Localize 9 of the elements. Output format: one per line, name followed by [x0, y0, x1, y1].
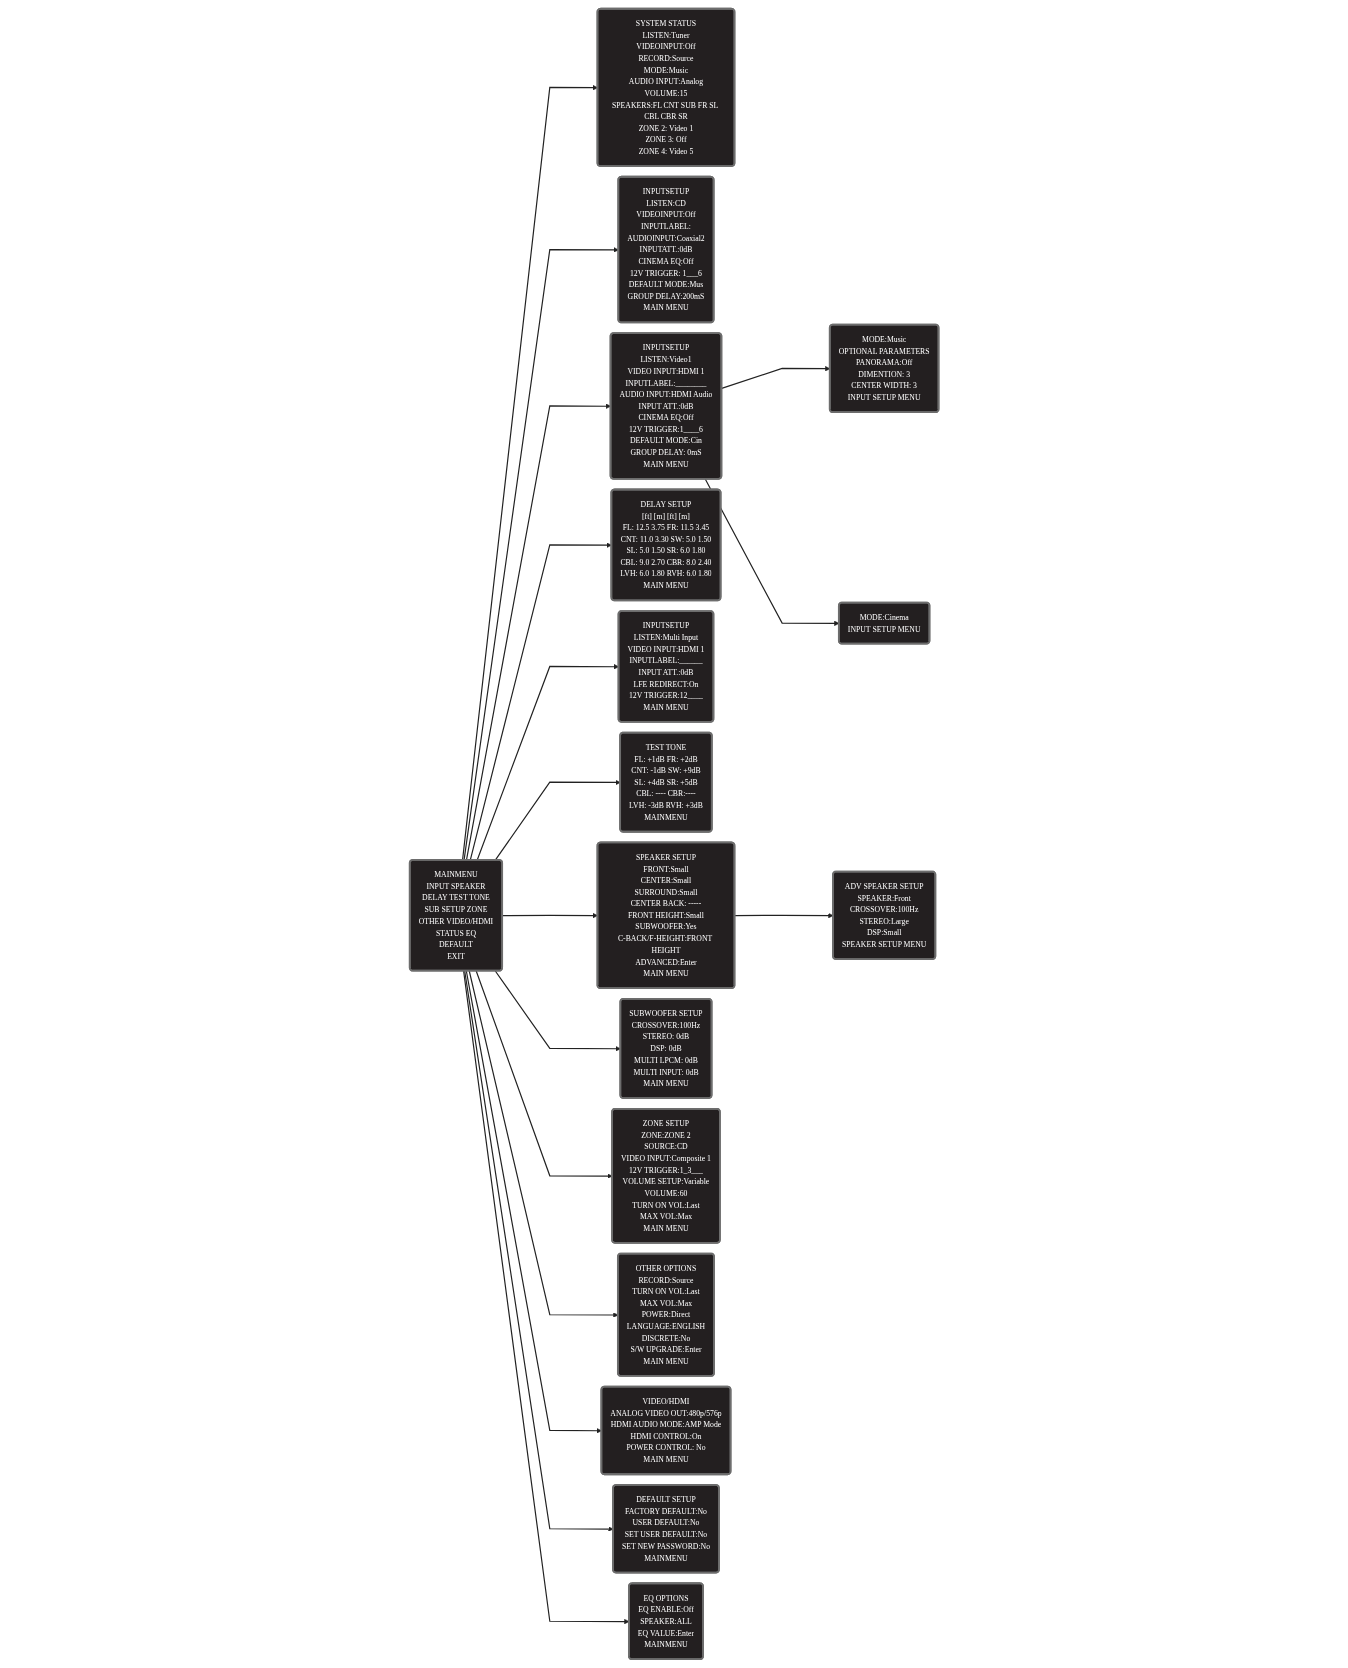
arrow: [465, 403, 611, 861]
arrow: [494, 970, 621, 1052]
arrow: [463, 247, 619, 861]
arrow: [476, 664, 619, 861]
arrow: [465, 970, 602, 1434]
arrow: [501, 912, 598, 919]
arrow: [461, 85, 598, 861]
arrow: [469, 542, 612, 861]
arrow: [468, 970, 619, 1318]
